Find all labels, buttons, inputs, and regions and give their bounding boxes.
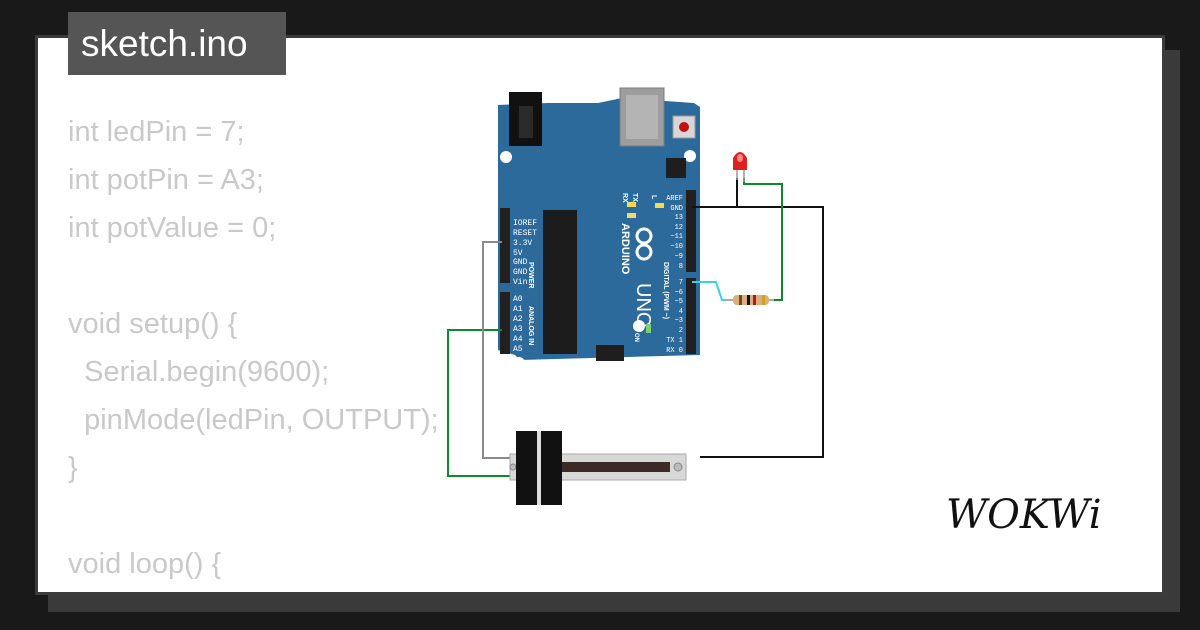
file-tab[interactable]: sketch.ino [68, 12, 286, 75]
pin-label-8: 8 [679, 263, 683, 271]
pin-label-gnd: GND [513, 268, 528, 277]
pin-label-a1: A1 [513, 305, 523, 314]
digital-header-top [686, 190, 696, 272]
pin-label-13: 13 [675, 214, 683, 222]
wire-a3-to-pot[interactable] [447, 329, 518, 477]
pin-label-7: 7 [679, 279, 683, 287]
arduino-uno-board[interactable]: IOREF RESET 3.3V 5V GND GND Vin A0 A1 A2… [498, 87, 700, 369]
pin-label-4: 4 [679, 308, 683, 316]
pin-label-2: 2 [679, 327, 683, 335]
slide-potentiometer[interactable] [509, 431, 687, 505]
digital-header-bottom [686, 278, 696, 354]
pin-label-12: 12 [675, 224, 683, 232]
arduino-brand-label: ARDUINO [619, 223, 631, 275]
pin-label-a0: A0 [513, 295, 523, 304]
pin-label-0: RX 0 [666, 347, 683, 355]
pin-label-1: TX 1 [666, 337, 683, 345]
red-led[interactable] [733, 152, 747, 182]
code-line: int potValue = 0; [68, 212, 277, 244]
pin-label-ioref: IOREF [513, 219, 537, 228]
pin-label-6: ~6 [675, 289, 683, 297]
mounting-hole [513, 357, 525, 369]
rx-label: RX [621, 193, 628, 203]
pin-label-reset: RESET [513, 229, 537, 238]
wokwi-logo: WOKWi [946, 492, 1102, 538]
on-led [646, 324, 651, 333]
code-line: pinMode(ledPin, OUTPUT); [68, 404, 439, 436]
l-label: L [650, 195, 657, 200]
pin-label-5: ~5 [675, 298, 683, 306]
pin-label-vin: Vin [513, 278, 528, 287]
uno-model-label: UNO [632, 283, 654, 327]
power-header-title: POWER [527, 262, 534, 288]
on-label: ON [633, 333, 639, 342]
analog-header-title: ANALOG IN [527, 306, 534, 345]
tx-led [627, 202, 636, 207]
wire-gnd-to-pot[interactable] [692, 206, 824, 458]
pin-label-gnd: GND [670, 205, 683, 213]
analog-header [500, 292, 510, 354]
microcontroller-chip [543, 210, 577, 354]
pin-label-aref: AREF [666, 195, 683, 203]
pin-label-a3: A3 [513, 325, 523, 334]
wire-5v-to-pot[interactable] [482, 241, 518, 459]
wire-resistor-to-led[interactable] [743, 178, 783, 301]
power-header [500, 208, 510, 283]
pin-label-10: ~10 [670, 243, 683, 251]
code-line: int potPin = A3; [68, 164, 264, 196]
icsp-header [666, 158, 686, 178]
mounting-hole [684, 150, 696, 162]
code-line: Serial.begin(9600); [68, 356, 330, 388]
icsp-header [596, 345, 624, 361]
mounting-hole [500, 151, 512, 163]
arduino-logo [635, 227, 653, 261]
resistor[interactable] [726, 295, 774, 305]
pin-label-gnd: GND [513, 258, 528, 267]
pin-label-9: ~9 [675, 253, 683, 261]
digital-header-title: DIGITAL (PWM ~) [662, 262, 669, 319]
code-line: void loop() { [68, 548, 222, 580]
pin-label-11: ~11 [670, 233, 683, 241]
wokwi-logo-text: WOKWi [946, 492, 1102, 538]
rx-led [627, 213, 636, 218]
pin-label-a2: A2 [513, 315, 523, 324]
pin-label-a4: A4 [513, 335, 523, 344]
l-led [655, 203, 664, 208]
pin-label-3v3: 3.3V [513, 239, 532, 248]
pin-label-3: ~3 [675, 317, 683, 325]
code-editor: int ledPin = 7; int potPin = A3; int pot… [68, 108, 439, 588]
code-line: } [68, 452, 78, 484]
pin-label-a5: A5 [513, 345, 523, 354]
code-line: void setup() { [68, 308, 238, 340]
mounting-hole [633, 320, 645, 332]
tx-label: TX [631, 193, 638, 202]
pin-label-5v: 5V [513, 249, 523, 258]
code-line: int ledPin = 7; [68, 116, 245, 148]
